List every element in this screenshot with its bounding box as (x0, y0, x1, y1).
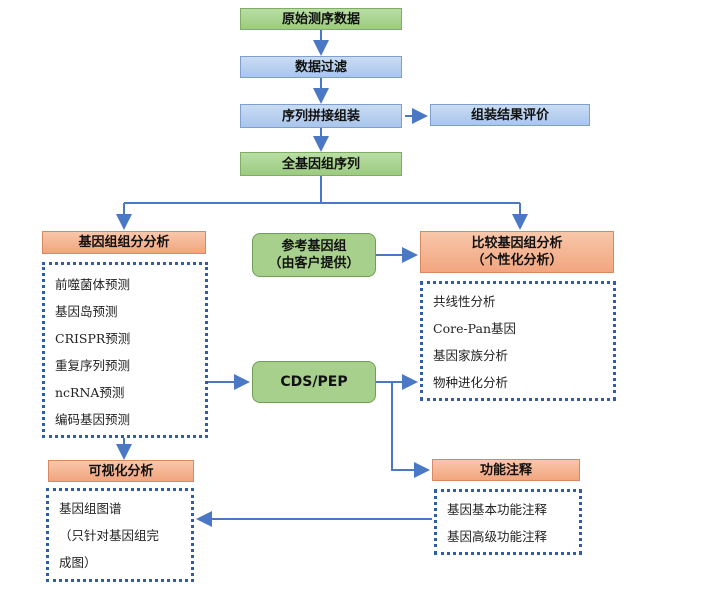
component-items-box: 前噬菌体预测 基因岛预测 CRISPR预测 重复序列预测 ncRNA预测 编码基… (42, 262, 208, 438)
component-item: CRISPR预测 (55, 331, 131, 346)
comparative-item: 基因家族分析 (433, 348, 509, 363)
component-analysis-node: 基因组组分分析 (42, 231, 206, 254)
comparative-item: Core-Pan基因 (433, 321, 517, 336)
visual-items-box: 基因组图谱 （只针对基因组完 成图） (46, 488, 194, 582)
reference-line1: 参考基因组 (281, 239, 347, 254)
visual-item: （只针对基因组完 (59, 528, 160, 543)
raw-data-node: 原始测序数据 (240, 8, 402, 30)
function-annotation-node: 功能注释 (432, 459, 580, 481)
comparative-line1: 比较基因组分析 (471, 236, 563, 251)
filter-node: 数据过滤 (240, 56, 402, 78)
comparative-item: 物种进化分析 (433, 375, 509, 390)
annotation-item: 基因基本功能注释 (447, 502, 548, 517)
assembly-node: 序列拼接组装 (240, 104, 402, 128)
arrow-cds-to-annotation (391, 382, 430, 478)
visualization-node: 可视化分析 (48, 460, 194, 482)
comparative-analysis-node: 比较基因组分析 （个性化分析） (420, 231, 614, 273)
comparative-line2: （个性化分析） (471, 253, 563, 268)
annotation-items-box: 基因基本功能注释 基因高级功能注释 (434, 489, 582, 555)
cds-pep-node: CDS/PEP (252, 361, 376, 403)
component-item: 前噬菌体预测 (55, 277, 131, 292)
reference-line2: （由客户提供） (268, 256, 360, 271)
reference-genome-node: 参考基因组 （由客户提供） (252, 233, 376, 277)
visual-item: 成图） (59, 555, 97, 570)
component-item: 重复序列预测 (55, 358, 131, 373)
visual-item: 基因组图谱 (59, 501, 122, 516)
component-item: 编码基因预测 (55, 412, 131, 427)
component-item: 基因岛预测 (55, 304, 118, 319)
assembly-eval-node: 组装结果评价 (430, 104, 590, 126)
comparative-items-box: 共线性分析 Core-Pan基因 基因家族分析 物种进化分析 (420, 281, 616, 401)
component-item: ncRNA预测 (55, 385, 125, 400)
comparative-item: 共线性分析 (433, 294, 496, 309)
annotation-item: 基因高级功能注释 (447, 529, 548, 544)
genome-sequence-node: 全基因组序列 (240, 152, 402, 176)
